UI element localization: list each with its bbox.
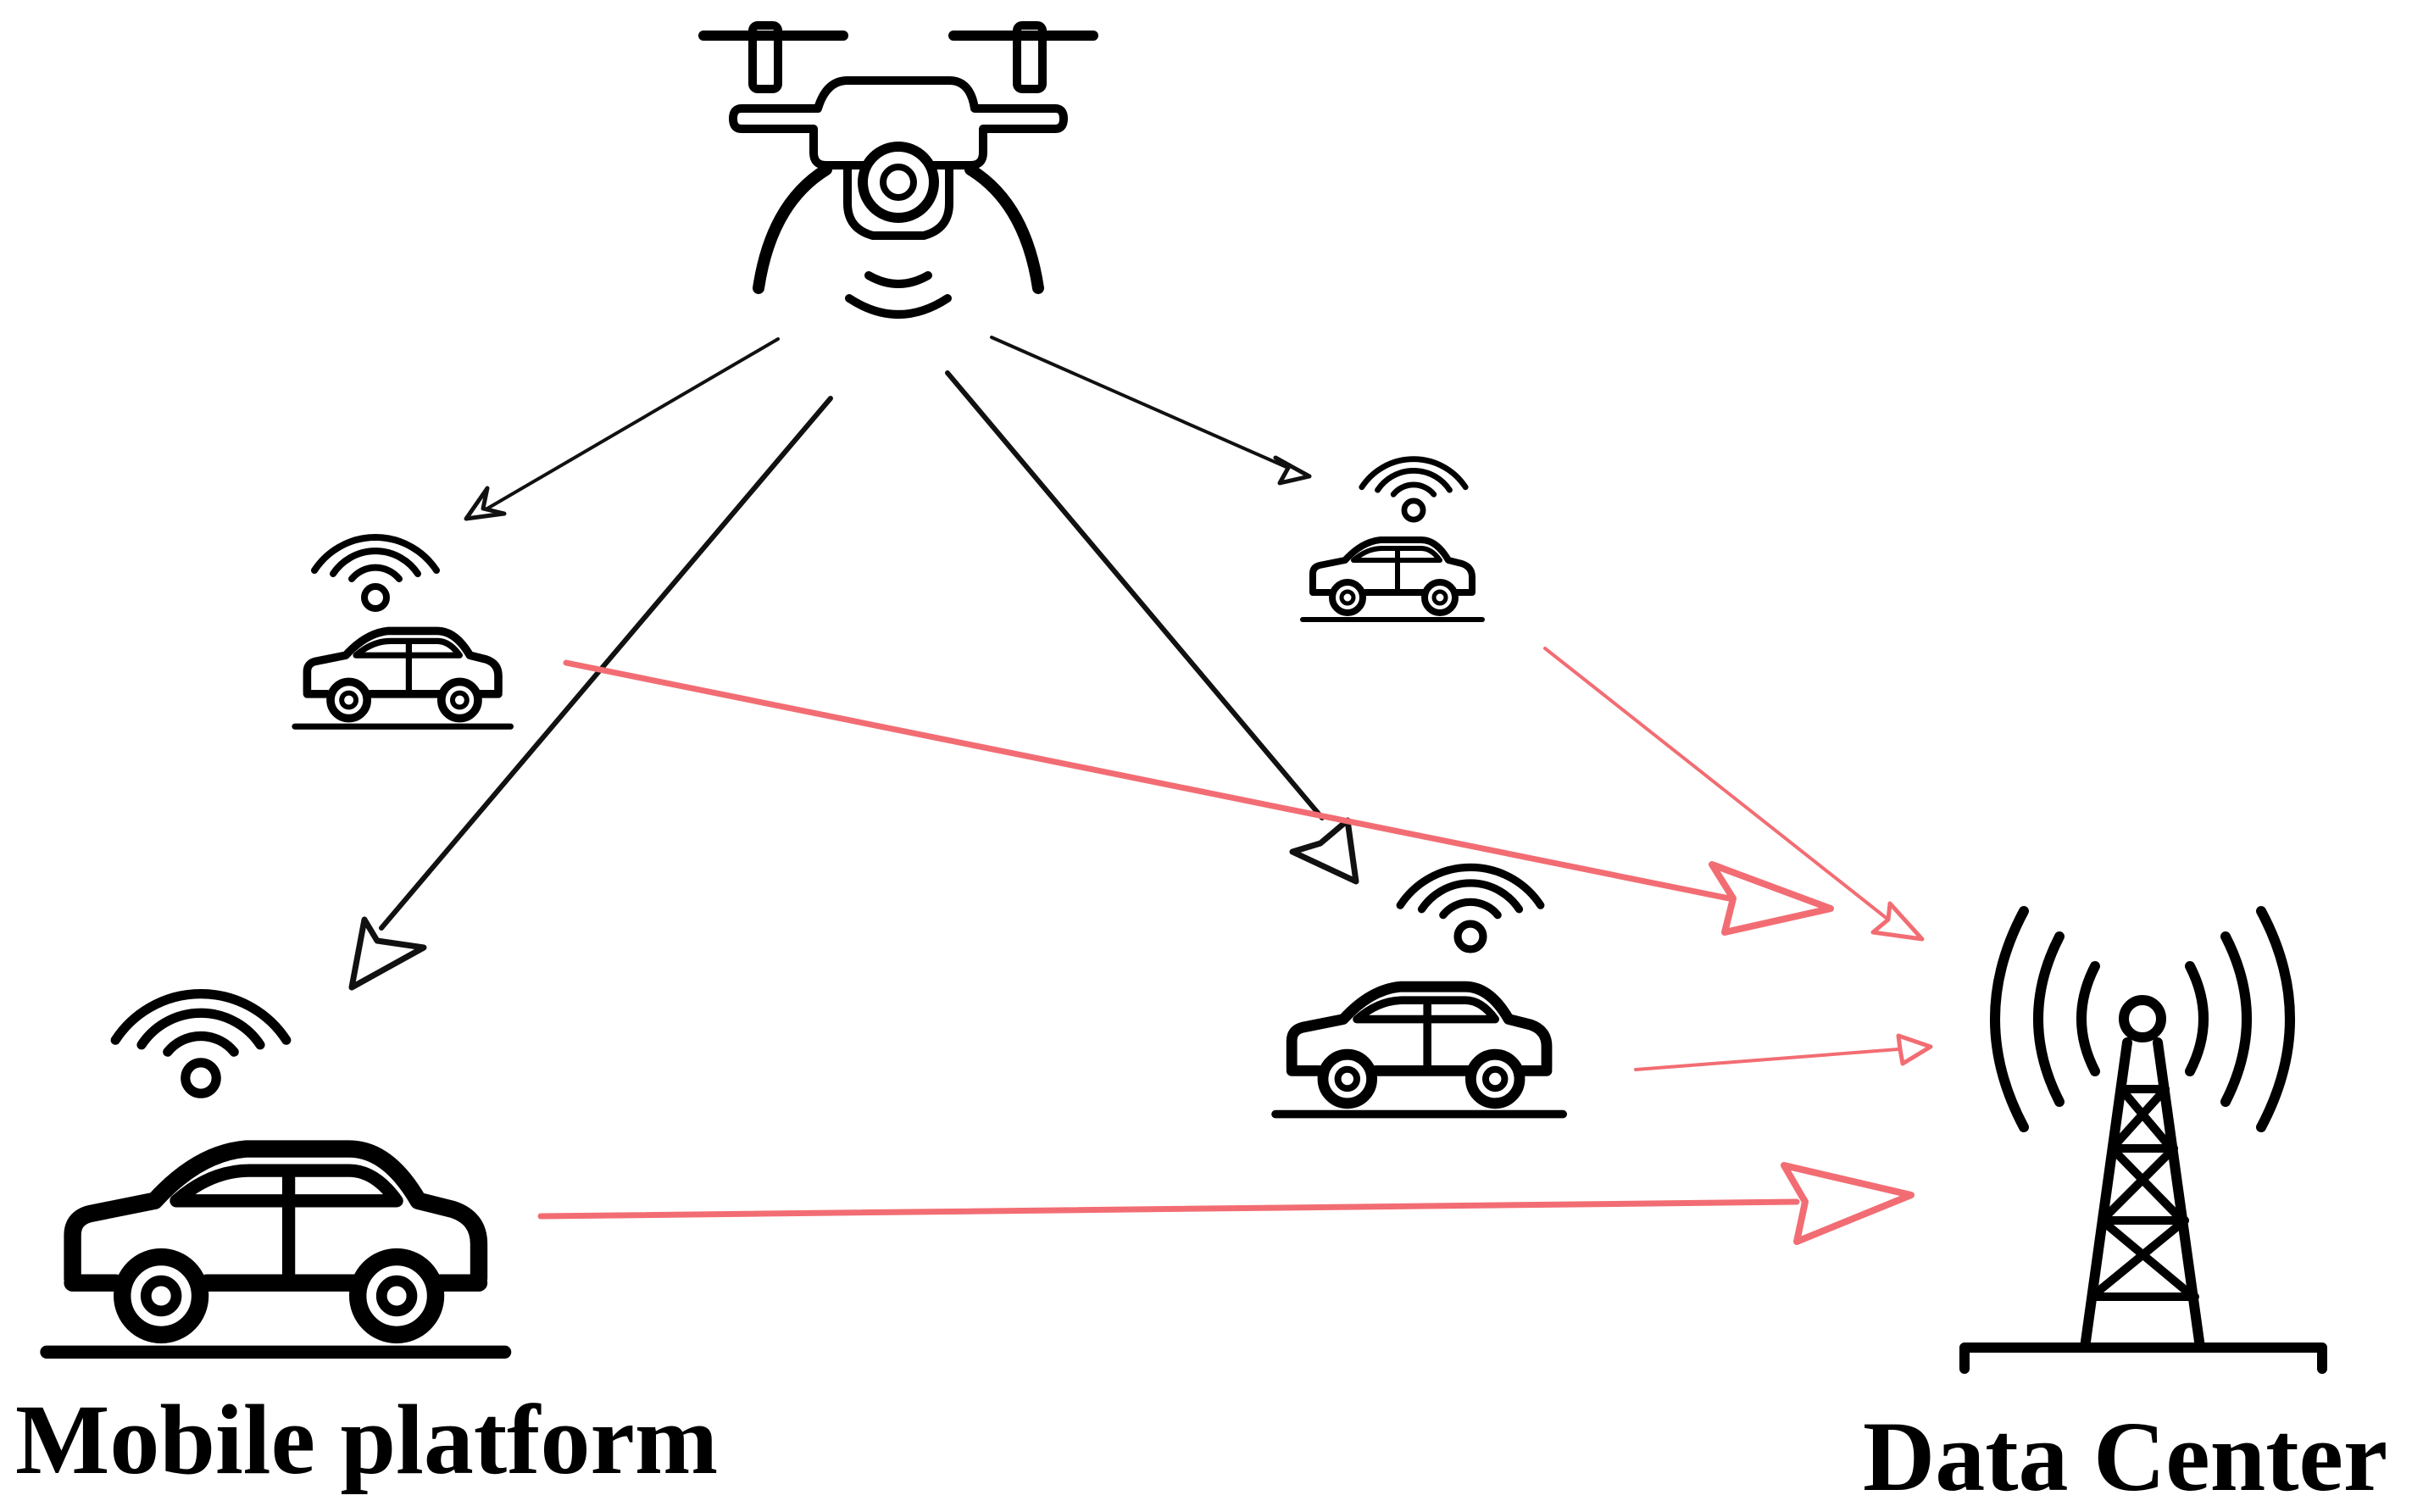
- drone-links: [348, 336, 1359, 991]
- uplink-upper-left-car: [563, 659, 1834, 936]
- data-center-label: Data Center: [1863, 1401, 2388, 1512]
- wifi-icon: [1362, 459, 1465, 520]
- car-icon: [1275, 987, 1563, 1114]
- car-upper-left: [295, 537, 510, 726]
- link-drone-to-lower-left-car: [348, 396, 833, 991]
- uplink-lower-left-car: [537, 1162, 1915, 1245]
- wifi-icon: [115, 994, 286, 1094]
- uplink-upper-right-car: [1543, 647, 1925, 942]
- car-icon: [295, 631, 510, 726]
- uplinks: [537, 647, 1933, 1245]
- drone-icon: [698, 21, 1098, 319]
- car-lower-left: [47, 994, 505, 1353]
- link-drone-to-middle-car: [945, 370, 1359, 885]
- uplink-middle-car: [1634, 1033, 1933, 1071]
- cell-tower-icon: [1959, 906, 2327, 1374]
- car-middle: [1275, 867, 1563, 1114]
- link-drone-to-upper-right-car: [990, 336, 1312, 486]
- wifi-icon: [1400, 867, 1541, 949]
- car-icon: [1303, 540, 1482, 620]
- link-drone-to-upper-left-car: [464, 337, 780, 521]
- car-icon: [47, 1149, 505, 1353]
- mobile-platform-label: Mobile platform: [15, 1384, 719, 1495]
- car-upper-right: [1303, 459, 1482, 620]
- wifi-icon: [314, 537, 436, 609]
